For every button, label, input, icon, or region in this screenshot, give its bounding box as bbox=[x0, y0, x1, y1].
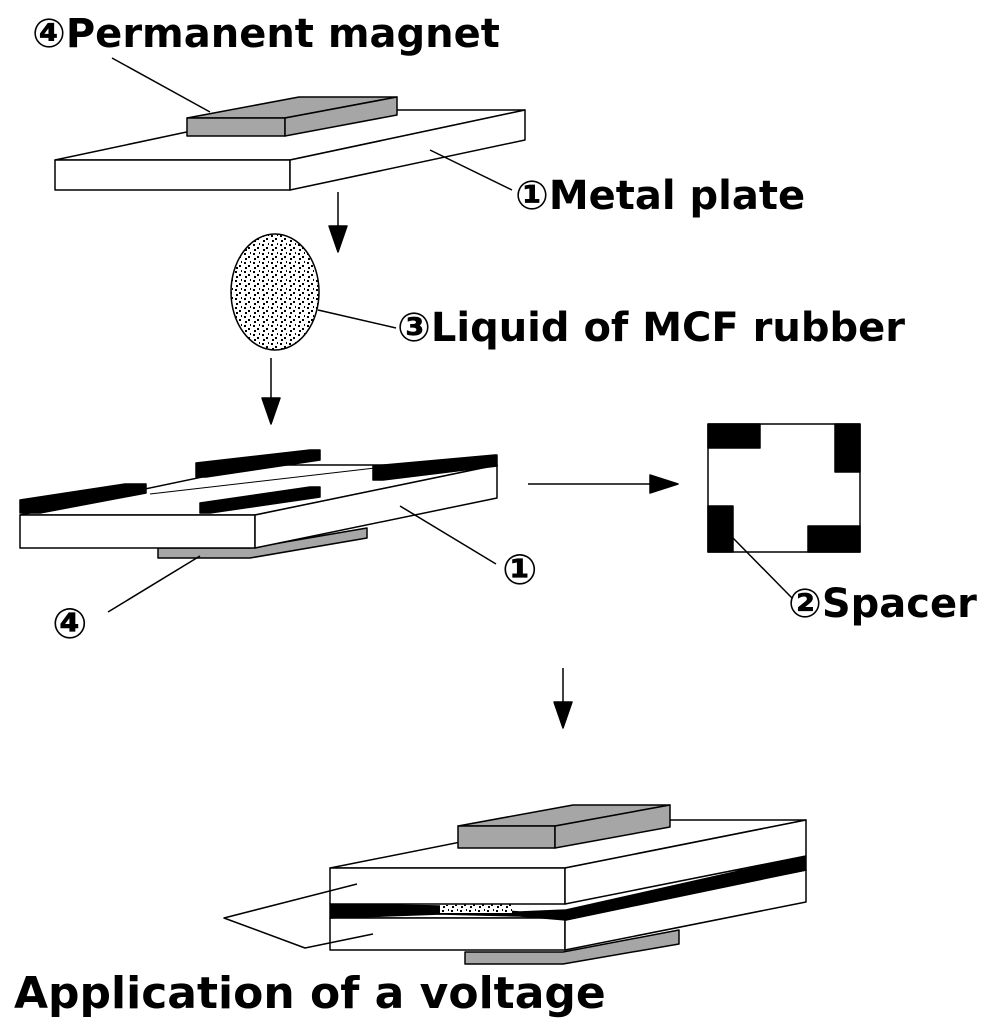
stack-rubber-gap bbox=[440, 904, 512, 913]
label-spacer: ②Spacer bbox=[788, 581, 977, 627]
arrow-down-2 bbox=[261, 358, 281, 425]
leader-magnet bbox=[111, 57, 211, 113]
label-magnet-callout: ④ bbox=[52, 599, 88, 648]
spacer-back-left bbox=[195, 449, 321, 478]
voltage-wires bbox=[223, 883, 374, 949]
arrow-down-1 bbox=[328, 192, 348, 253]
leader-plate-2 bbox=[399, 505, 497, 565]
label-permanent-magnet: ④Permanent magnet bbox=[32, 11, 500, 57]
top-view-spacer-tr bbox=[834, 423, 861, 473]
spacer-top-view bbox=[707, 423, 861, 553]
step3-assembled-device bbox=[329, 804, 807, 965]
metal-plate-side bbox=[289, 109, 526, 191]
leader-mcf bbox=[317, 309, 397, 329]
stack-top-magnet-front bbox=[457, 825, 556, 849]
stack-bottom-magnet bbox=[464, 929, 680, 965]
plate-front bbox=[19, 514, 256, 549]
magnet-side bbox=[284, 96, 398, 137]
stack-top-magnet-side bbox=[554, 804, 671, 849]
arrow-down-3 bbox=[553, 668, 573, 729]
arrow-right bbox=[528, 474, 679, 494]
spacer-back-right bbox=[372, 454, 498, 481]
top-view-spacer-br bbox=[807, 525, 861, 553]
label-application-of-voltage: Application of a voltage bbox=[14, 968, 606, 1019]
stack-top-plate-side bbox=[564, 819, 807, 905]
leader-plate bbox=[429, 149, 513, 191]
magnet-front bbox=[186, 117, 286, 137]
stack-bottom-plate-front bbox=[329, 917, 566, 951]
spacer-front-left bbox=[19, 483, 147, 514]
label-plate-callout: ① bbox=[502, 545, 538, 594]
leader-spacer bbox=[732, 537, 793, 599]
top-view-spacer-bl bbox=[707, 505, 734, 553]
metal-plate-front bbox=[54, 159, 291, 191]
step1-plate-with-magnet bbox=[54, 96, 526, 191]
top-view-spacer-tl bbox=[707, 423, 761, 449]
stack-top-plate-front bbox=[329, 867, 566, 905]
leader-magnet-2 bbox=[107, 555, 201, 613]
label-metal-plate: ①Metal plate bbox=[515, 173, 806, 219]
plate-side bbox=[254, 464, 498, 549]
step2-plate-with-spacers bbox=[19, 449, 498, 559]
label-liquid-mcf-rubber: ③Liquid of MCF rubber bbox=[397, 305, 905, 351]
spacer-front-right bbox=[199, 486, 321, 514]
mcf-liquid-blob bbox=[230, 233, 320, 351]
